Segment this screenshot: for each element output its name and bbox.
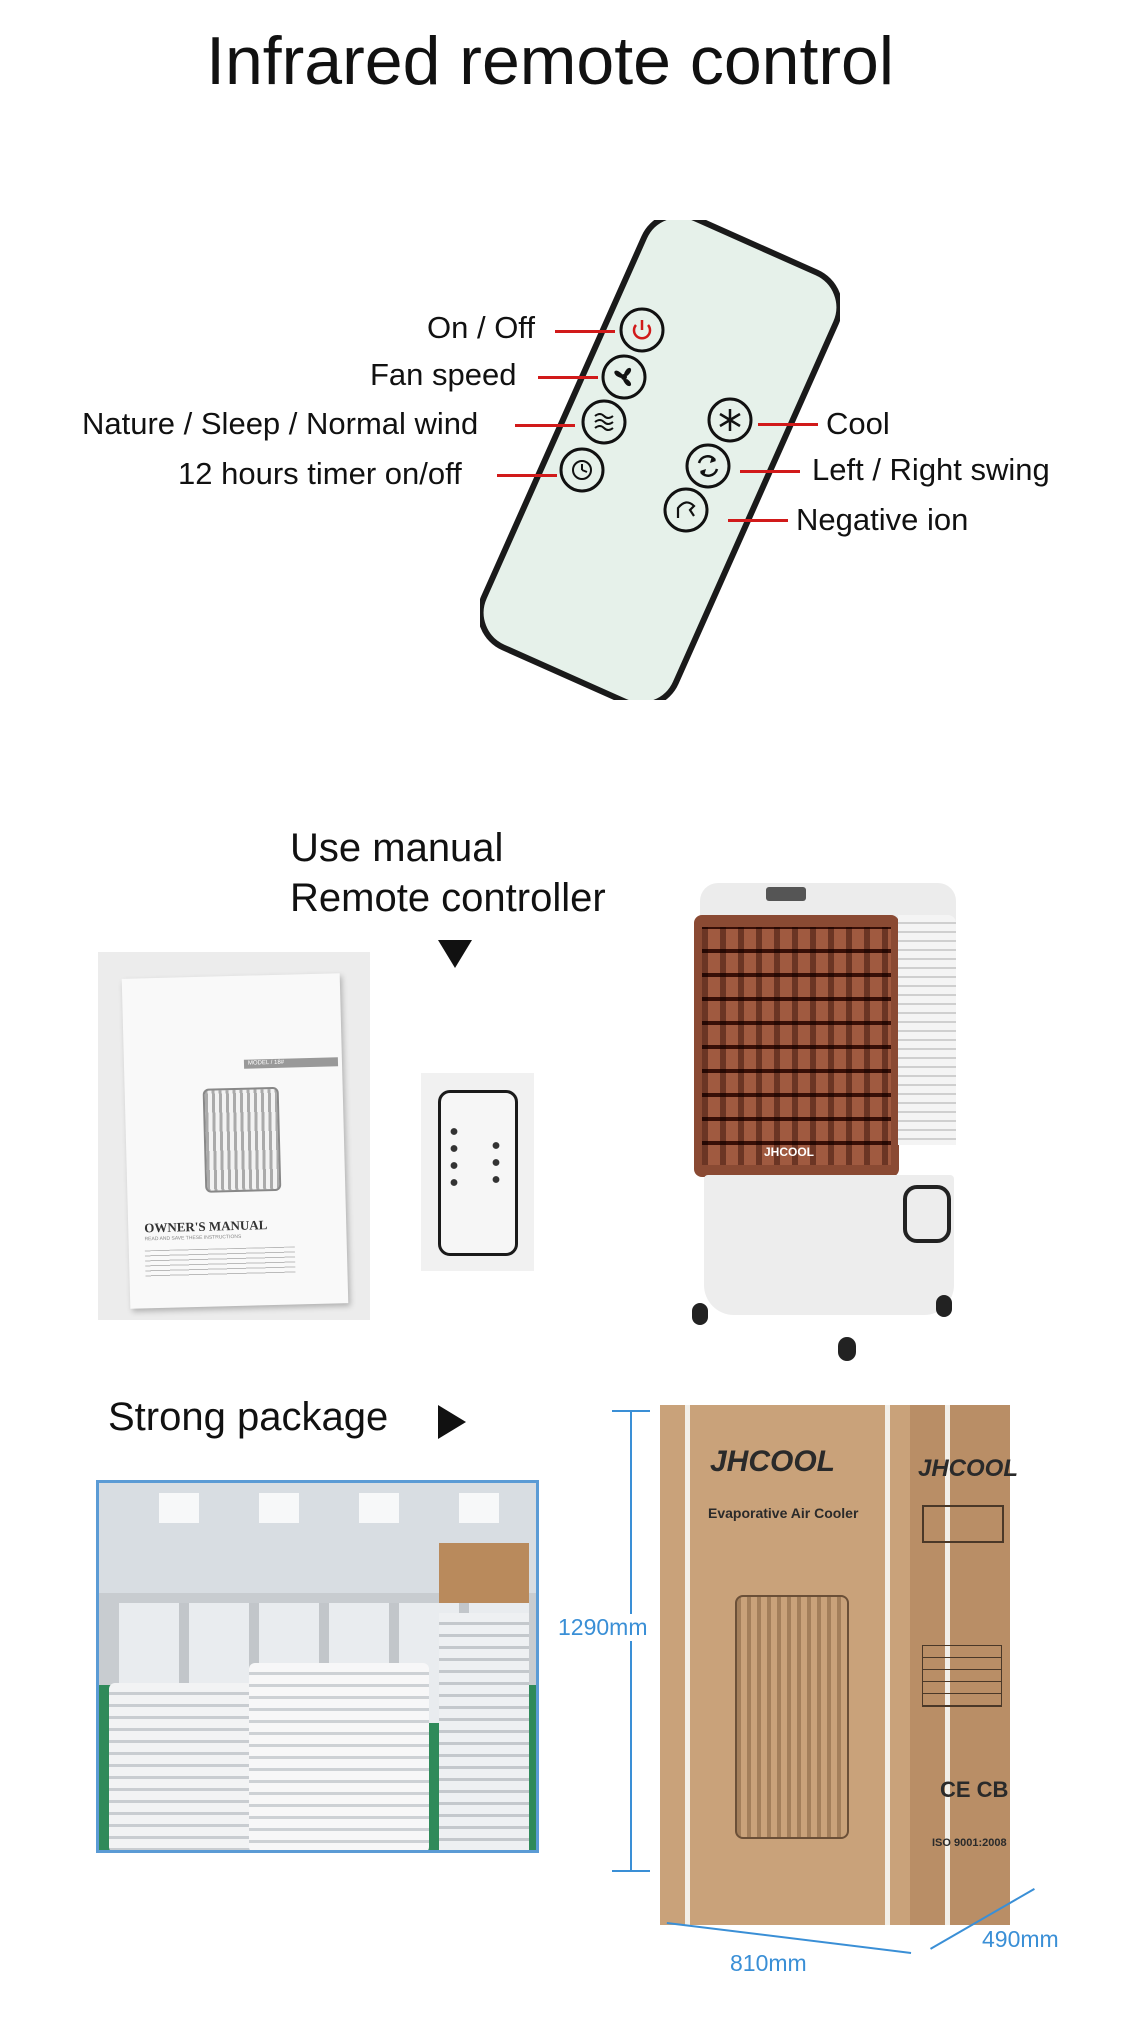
depth-dimension-label: 490mm: [982, 1926, 1059, 1952]
power-button-icon: [619, 307, 665, 353]
manual-model-bar: MODEL / 18#: [243, 1057, 339, 1069]
cooler-brand: JHCOOL: [764, 1145, 815, 1159]
page-title: Infrared remote control: [206, 23, 894, 99]
carton-box: JHCOOL Evaporative Air Cooler JHCOOL CE …: [660, 1405, 1018, 1925]
wind-mode-button-icon: [581, 399, 627, 445]
negative-ion-label: Negative ion: [796, 502, 969, 537]
height-dimension-cap-top: [612, 1410, 650, 1412]
strong-package-text: Strong package: [108, 1395, 389, 1439]
cooler-cord-hook: [903, 1185, 951, 1243]
fan-speed-label: Fan speed: [370, 357, 517, 392]
warehouse-ceiling-lights: [99, 1493, 536, 1523]
small-remote-buttons-right: [490, 1137, 502, 1189]
right-arrow-icon: [438, 1405, 466, 1439]
cartons-stack: [439, 1543, 529, 1603]
timer-button-icon: [559, 447, 605, 493]
wrapped-cooler-front-right: [249, 1663, 429, 1850]
air-cooler-photo: JHCOOL: [688, 875, 970, 1375]
cooler-wheel-left: [692, 1303, 708, 1325]
negative-ion-pointer: [728, 519, 788, 522]
carton-iso: ISO 9001:2008: [932, 1837, 1007, 1849]
fan-speed-button-icon: [601, 354, 647, 400]
manual-cooler-sketch: [202, 1086, 282, 1193]
carton-brand-side: JHCOOL: [918, 1455, 1019, 1482]
width-dimension-label: 810mm: [730, 1950, 807, 1976]
manual-text-block: [144, 1246, 296, 1279]
wind-mode-pointer: [515, 424, 575, 427]
small-remote-buttons-left: [448, 1123, 460, 1193]
carton-subtitle: Evaporative Air Cooler: [708, 1505, 859, 1521]
down-arrow-icon: [438, 940, 472, 968]
swing-button-icon: [685, 443, 731, 489]
small-remote-body: [438, 1090, 518, 1256]
height-dimension-line: [630, 1410, 632, 1872]
remote-photo: [421, 1073, 534, 1271]
negative-ion-button-icon: [663, 487, 709, 533]
wind-mode-label: Nature / Sleep / Normal wind: [82, 406, 479, 441]
cooler-side-vents: [898, 915, 956, 1145]
warehouse-photo: [96, 1480, 539, 1853]
cooler-front-grille: JHCOOL: [694, 915, 899, 1177]
remote-controller-text: Remote controller: [290, 876, 606, 920]
cooler-wheel-right: [936, 1295, 952, 1317]
timer-label: 12 hours timer on/off: [178, 456, 462, 491]
cool-label: Cool: [826, 406, 890, 441]
carton-strap-2: [885, 1405, 890, 1925]
carton-spec-table: [922, 1645, 1002, 1707]
wrapped-cooler-far-right: [439, 1613, 529, 1850]
remote-body: [480, 220, 840, 700]
swing-label: Left / Right swing: [812, 452, 1050, 487]
fan-speed-pointer: [538, 376, 598, 379]
carton-brand-front: JHCOOL: [710, 1445, 836, 1478]
manual-subtitle: READ AND SAVE THESE INSTRUCTIONS: [144, 1233, 242, 1243]
cooler-wheel-center: [838, 1337, 856, 1361]
on-off-pointer: [555, 330, 615, 333]
grille-louvers: [702, 927, 891, 1165]
manual-photo: MODEL / 18# OWNER'S MANUAL READ AND SAVE…: [98, 952, 370, 1320]
carton-strap-1: [685, 1405, 690, 1925]
swing-pointer: [740, 470, 800, 473]
manual-title: OWNER'S MANUAL: [144, 1217, 268, 1236]
cool-pointer: [758, 423, 818, 426]
carton-cooler-drawing: [735, 1595, 849, 1839]
cooler-display: [766, 887, 806, 901]
carton-cert: CE CB: [940, 1777, 1009, 1802]
manual-booklet: MODEL / 18# OWNER'S MANUAL READ AND SAVE…: [121, 973, 349, 1309]
on-off-label: On / Off: [427, 310, 535, 345]
remote-illustration: [480, 220, 840, 700]
carton-handling-symbols: [922, 1505, 1004, 1543]
cool-button-icon: [707, 397, 753, 443]
timer-pointer: [497, 474, 557, 477]
height-dimension-label: 1290mm: [558, 1614, 648, 1641]
height-dimension-cap-bottom: [612, 1870, 650, 1872]
use-manual-text: Use manual: [290, 826, 504, 870]
